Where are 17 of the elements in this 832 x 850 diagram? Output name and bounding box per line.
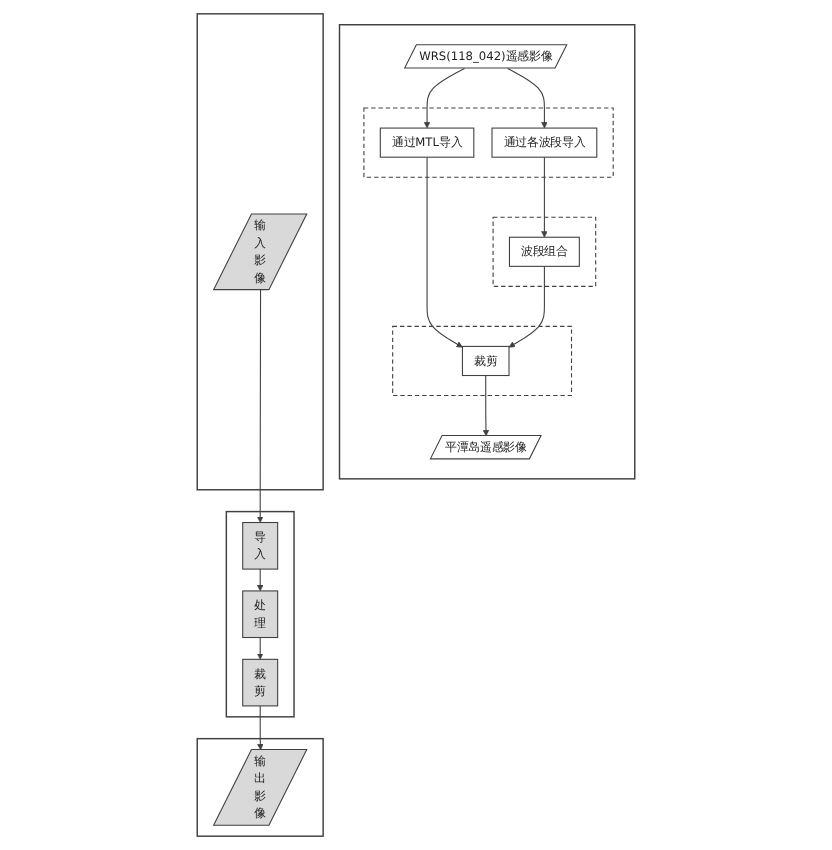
cluster <box>196 13 324 491</box>
arrow <box>507 67 548 129</box>
cluster <box>196 737 324 837</box>
arrow <box>426 156 463 348</box>
arrow <box>508 265 545 348</box>
cluster <box>392 325 573 397</box>
arrow <box>257 568 264 592</box>
arrow <box>423 67 466 129</box>
arrow <box>541 156 548 238</box>
cluster <box>492 216 597 287</box>
cluster <box>225 510 295 718</box>
cluster <box>338 24 636 480</box>
cluster <box>363 107 614 178</box>
arrow <box>257 636 264 660</box>
arrow <box>257 705 264 751</box>
arrow <box>257 289 264 523</box>
arrow <box>482 374 490 437</box>
